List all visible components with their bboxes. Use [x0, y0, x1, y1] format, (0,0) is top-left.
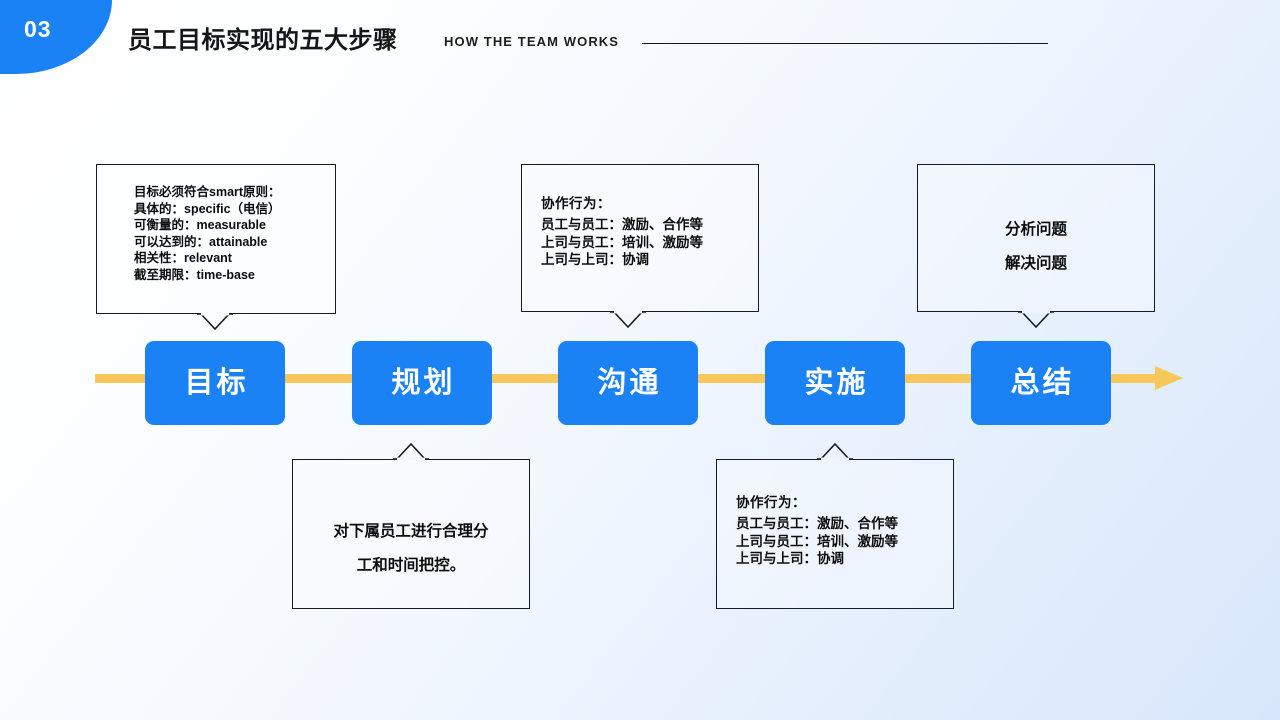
header-divider: [642, 43, 1048, 44]
step-label: 实施: [804, 366, 869, 399]
callout-line: 对下属员工进行合理分: [333, 523, 489, 540]
callout-execute: 协作行为： 员工与员工：激励、合作等 上司与员工：培训、激励等 上司与上司：协调: [716, 459, 954, 609]
callout-line: 解决问题: [1004, 255, 1067, 273]
callout-pointer-down-icon: [1018, 310, 1054, 328]
callout-line: 员工与员工：激励、合作等: [736, 515, 898, 531]
step-chip-goal[interactable]: 目标: [145, 341, 285, 425]
callout-plan: 对下属员工进行合理分 工和时间把控。: [292, 459, 530, 609]
callout-line: 可以达到的：attainable: [134, 234, 268, 249]
callout-line: 工和时间把控。: [356, 557, 466, 575]
callout-goal: 目标必须符合smart原则： 具体的：specific（电信） 可衡量的：mea…: [96, 164, 336, 314]
step-label: 总结: [1010, 366, 1075, 399]
callout-summary-body: 分析问题 解决问题: [918, 213, 1154, 281]
callout-pointer-down-icon: [197, 312, 233, 330]
callout-goal-body: 目标必须符合smart原则： 具体的：specific（电信） 可衡量的：mea…: [134, 184, 335, 283]
callout-execute-body: 协作行为： 员工与员工：激励、合作等 上司与员工：培训、激励等 上司与上司：协调: [736, 494, 953, 568]
step-chip-plan[interactable]: 规划: [352, 341, 492, 425]
callout-pointer-up-icon: [393, 443, 429, 460]
callout-line: 上司与员工：培训、激励等: [541, 234, 703, 250]
callout-title: 协作行为：: [541, 196, 611, 211]
callout-title: 协作行为：: [736, 495, 806, 510]
step-chip-communicate[interactable]: 沟通: [558, 341, 698, 425]
callout-line: 目标必须符合smart原则：: [134, 185, 281, 199]
callout-line: 员工与员工：激励、合作等: [541, 216, 703, 232]
callout-pointer-down-icon: [610, 310, 646, 328]
step-label: 目标: [184, 366, 249, 399]
step-label: 规划: [391, 366, 456, 399]
callout-line: 上司与员工：培训、激励等: [736, 533, 898, 549]
section-number-label: 03: [24, 16, 52, 42]
callout-line: 上司与上司：协调: [541, 252, 649, 268]
step-chip-summary[interactable]: 总结: [971, 341, 1111, 425]
callout-plan-body: 对下属员工进行合理分 工和时间把控。: [293, 515, 529, 583]
arrow-right-icon: [1155, 366, 1183, 390]
callout-line: 相关性：relevant: [134, 251, 232, 265]
callout-line: 可衡量的：measurable: [134, 218, 266, 232]
callout-pointer-up-icon: [817, 443, 853, 460]
callout-communicate-body: 协作行为： 员工与员工：激励、合作等 上司与员工：培训、激励等 上司与上司：协调: [541, 195, 758, 269]
step-chip-execute[interactable]: 实施: [765, 341, 905, 425]
callout-line: 具体的：specific（电信）: [134, 201, 281, 216]
callout-summary: 分析问题 解决问题: [917, 164, 1155, 312]
step-label: 沟通: [597, 366, 662, 399]
callout-communicate: 协作行为： 员工与员工：激励、合作等 上司与员工：培训、激励等 上司与上司：协调: [521, 164, 759, 312]
callout-line: 分析问题: [1004, 221, 1067, 238]
section-number-badge: 03: [0, 0, 112, 74]
callout-line: 截至期限：time-base: [134, 267, 255, 282]
page-title: 员工目标实现的五大步骤: [128, 27, 398, 54]
page-subtitle: HOW THE TEAM WORKS: [444, 34, 620, 49]
callout-line: 上司与上司：协调: [736, 551, 844, 567]
